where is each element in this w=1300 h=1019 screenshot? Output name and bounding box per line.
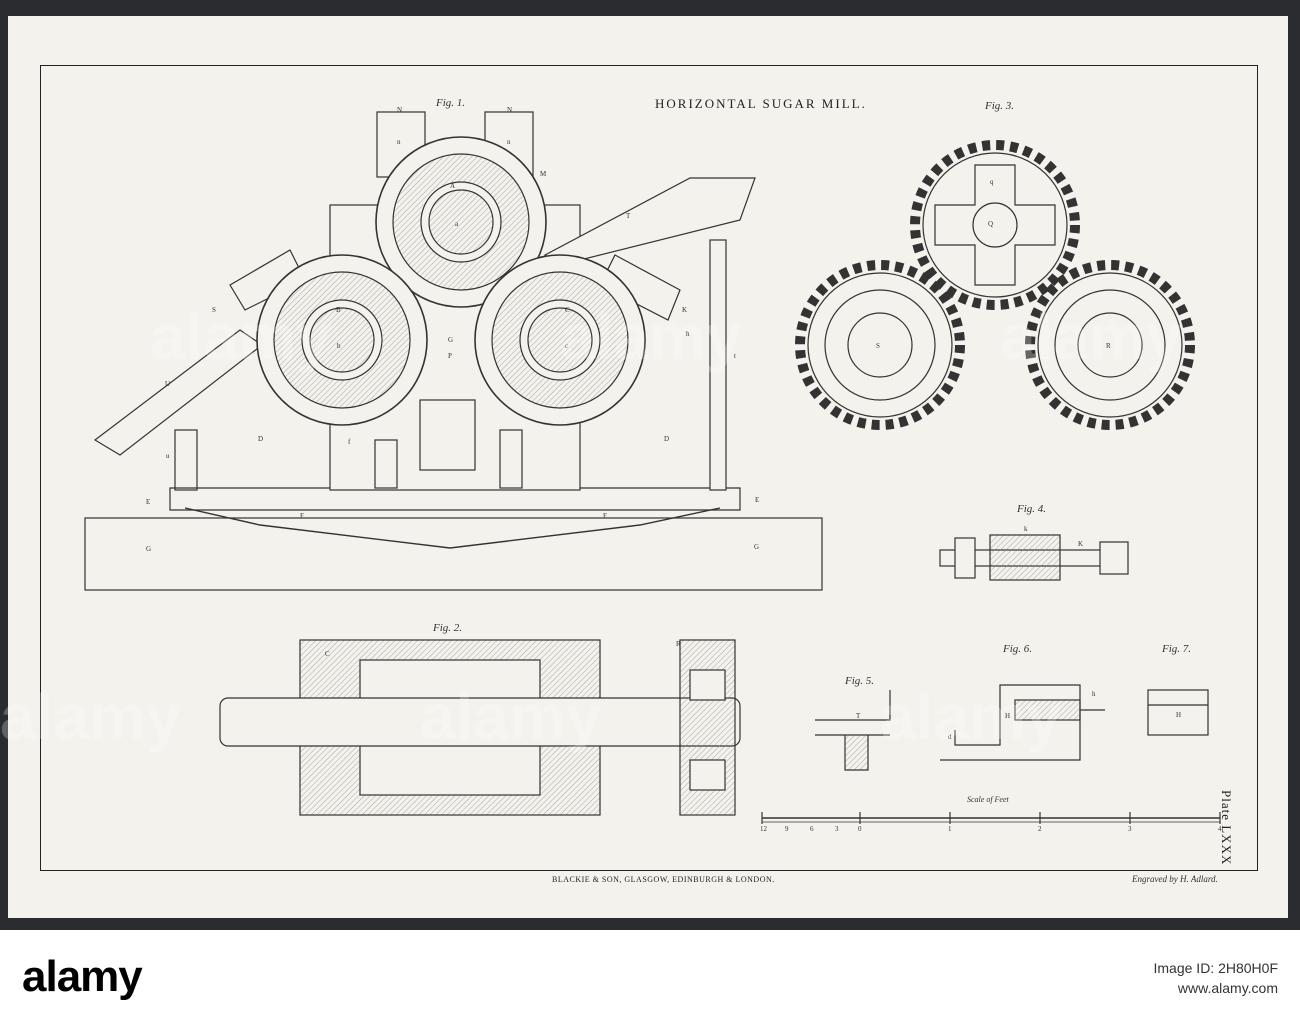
fig1-drawing (84, 111, 823, 591)
label-N-right: N (507, 106, 513, 114)
label-H-fig7: H (1176, 711, 1182, 719)
scale-tick: 4 (1218, 825, 1222, 833)
label-G-left: G (146, 545, 152, 553)
label-T: T (626, 212, 631, 220)
alamy-logo: alamy (22, 952, 143, 1001)
label-U: U (165, 380, 171, 388)
fig6-drawing (940, 684, 1105, 761)
label-D-right: D (664, 435, 670, 443)
fig7-drawing (1147, 689, 1209, 736)
scale-tick: 6 (810, 825, 814, 833)
image-id-block: Image ID: 2H80H0F www.alamy.com (1154, 958, 1279, 998)
label-S-gear: S (876, 342, 880, 350)
label-t: t (734, 352, 736, 360)
label-u: u (166, 452, 170, 460)
fig4-caption: Fig. 4. (1017, 503, 1047, 515)
fig4-drawing (939, 534, 1129, 581)
label-C: C (565, 306, 570, 314)
fig5-drawing (815, 690, 891, 771)
label-Q: Q (988, 220, 994, 228)
label-R-gear: R (1106, 342, 1111, 350)
label-F-right: F (603, 512, 607, 520)
label-H-fig6: H (1005, 712, 1011, 720)
label-h: h (686, 330, 690, 338)
label-c: c (565, 342, 569, 350)
label-M: M (540, 170, 547, 178)
label-a: a (455, 220, 459, 228)
fig7-caption: Fig. 7. (1162, 643, 1192, 655)
publisher-imprint: BLACKIE & SON, GLASGOW, EDINBURGH & LOND… (552, 875, 775, 884)
fig3-drawing (795, 140, 1195, 430)
scale-tick: 3 (835, 825, 839, 833)
label-b: b (337, 342, 341, 350)
fig2-drawing (219, 639, 741, 816)
engraving-diagram (84, 111, 1221, 824)
label-N-left: N (397, 106, 403, 114)
paper-sheet (8, 16, 1288, 918)
label-S: S (212, 306, 216, 314)
label-K: K (682, 306, 688, 314)
label-C-fig2: C (325, 650, 330, 658)
scale-tick: 3 (1128, 825, 1132, 833)
label-h-fig6: h (1092, 690, 1096, 698)
site-url: www.alamy.com (1177, 980, 1278, 996)
engraver-credit: Engraved by H. Adlard. (1132, 874, 1218, 884)
label-K-bolt: K (1078, 540, 1084, 548)
scale-bar (761, 812, 1221, 824)
label-A: A (450, 182, 456, 190)
label-n-right: n (507, 138, 511, 146)
fig2-caption: Fig. 2. (433, 622, 463, 634)
scale-tick: 9 (785, 825, 789, 833)
plate-border (40, 65, 1258, 871)
label-G-right: G (754, 543, 760, 551)
label-E-left: E (146, 498, 151, 506)
label-G: G (448, 336, 454, 344)
fig3-caption: Fig. 3. (985, 100, 1015, 112)
label-R-fig2: R (676, 640, 681, 648)
label-k: k (1024, 525, 1028, 533)
image-id: Image ID: 2H80H0F (1153, 960, 1279, 976)
label-E-right: E (755, 496, 760, 504)
scale-tick: 1 (948, 825, 952, 833)
label-f: f (348, 438, 351, 446)
scale-caption: Scale of Feet (967, 795, 1009, 804)
plate-title: HORIZONTAL SUGAR MILL. (655, 96, 867, 111)
fig1-caption: Fig. 1. (436, 97, 466, 109)
label-T-fig5: T (856, 712, 861, 720)
label-D-left: D (258, 435, 264, 443)
scale-tick: 0 (858, 825, 862, 833)
label-d: d (948, 733, 952, 741)
plate-number: Plate LXXX (1219, 790, 1234, 866)
stock-footer: alamy Image ID: 2H80H0F www.alamy.com (0, 930, 1300, 1019)
label-F-left: F (300, 512, 304, 520)
label-q-top: q (990, 178, 994, 186)
label-P: P (448, 352, 452, 360)
fig6-caption: Fig. 6. (1003, 643, 1033, 655)
label-n-left: n (397, 138, 401, 146)
scale-tick: 12 (760, 825, 767, 833)
fig5-caption: Fig. 5. (845, 675, 875, 687)
label-B: B (336, 306, 341, 314)
scale-tick: 2 (1038, 825, 1042, 833)
scan-background: HORIZONTAL SUGAR MILL. Fig. 1. Fig. 3. F… (0, 0, 1300, 930)
